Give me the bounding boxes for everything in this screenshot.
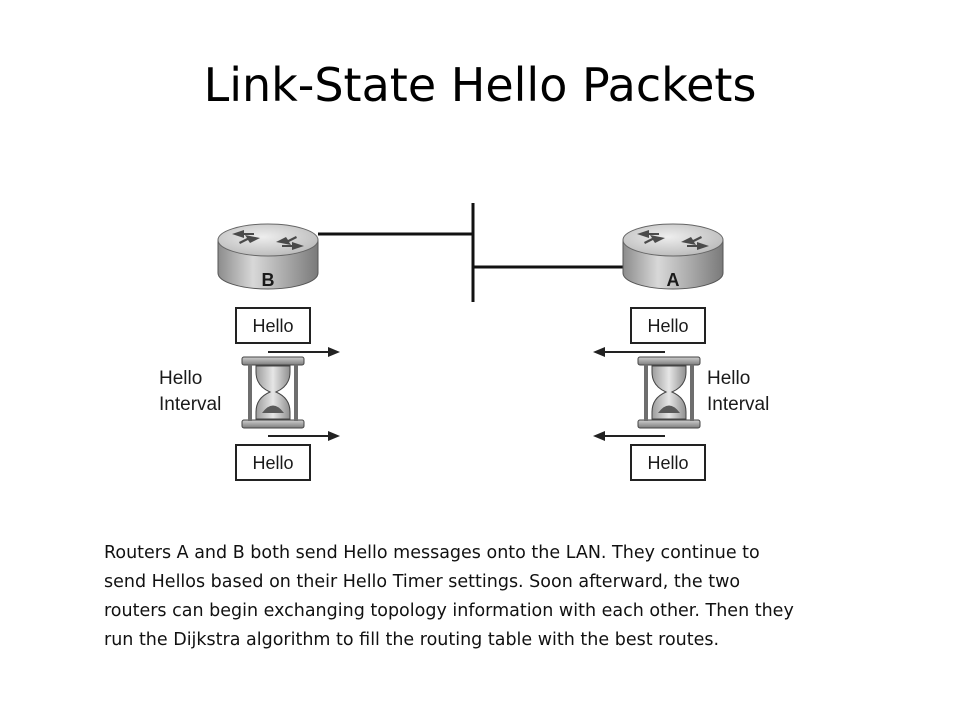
arrow-right-icon [268, 347, 340, 357]
arrow-left-icon [593, 347, 665, 357]
arrow-left-icon [593, 431, 665, 441]
hourglass-icon [241, 356, 305, 429]
router-icon [622, 223, 724, 290]
hello-packet-box [630, 444, 706, 481]
router-icon [217, 223, 319, 290]
interval-label-line1: Hello [707, 368, 750, 389]
router-a: A [622, 223, 724, 290]
interval-label-line2: Interval [707, 394, 769, 415]
arrow-right-icon [268, 431, 340, 441]
slide-title: Link-State Hello Packets [203, 58, 757, 112]
lan-segment [318, 203, 624, 302]
interval-label-line2: Interval [159, 394, 221, 415]
router-a-label: A [667, 270, 680, 290]
caption-line: run the Dijkstra algorithm to fill the r… [104, 630, 720, 650]
hourglass-icon [637, 356, 701, 429]
caption-line: Routers A and B both send Hello messages… [104, 543, 760, 563]
hello-packet-label: Hello [647, 453, 688, 473]
router-b: B [217, 223, 319, 290]
router-a-hello-flow: Hello Hello Interval Hello [593, 307, 769, 481]
hello-packet-label: Hello [252, 453, 293, 473]
router-b-hello-flow: Hello Hello Interval Hello [159, 307, 340, 481]
hello-packet-box [235, 444, 311, 481]
hello-packet-label: Hello [252, 316, 293, 336]
hello-packet-box [235, 307, 311, 344]
caption-line: send Hellos based on their Hello Timer s… [104, 572, 741, 592]
slide-caption: Routers A and B both send Hello messages… [104, 539, 904, 655]
hello-packet-label: Hello [647, 316, 688, 336]
hello-packet-box [630, 307, 706, 344]
caption-line: routers can begin exchanging topology in… [104, 601, 794, 621]
router-b-label: B [262, 270, 275, 290]
interval-label-line1: Hello [159, 368, 202, 389]
